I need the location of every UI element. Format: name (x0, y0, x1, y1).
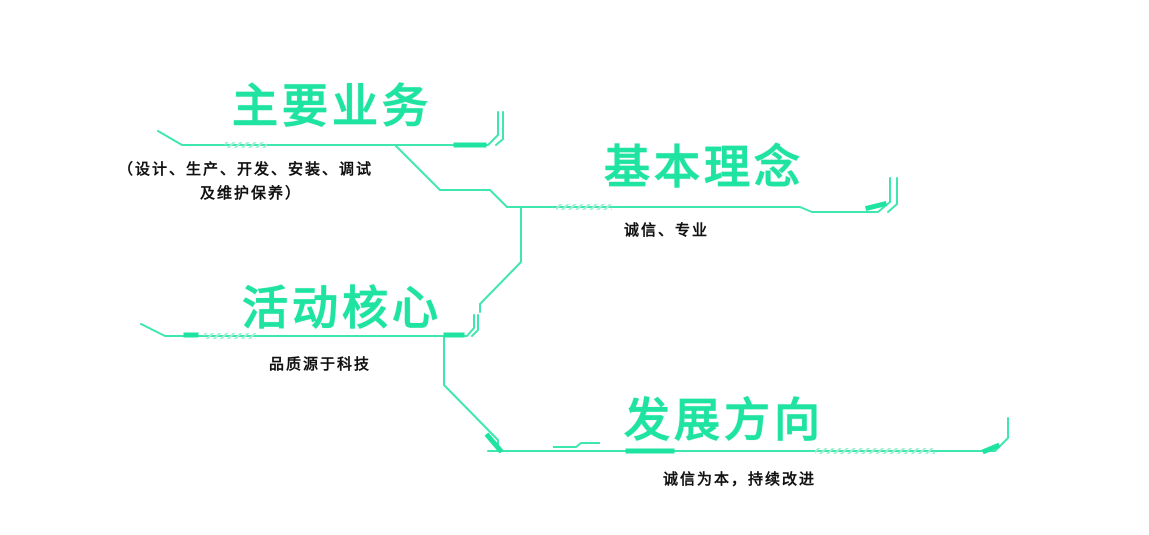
development-direction-step (553, 442, 600, 448)
connector-main-to-philosophy (394, 144, 523, 208)
basic-philosophy-frame (519, 177, 891, 213)
basic-philosophy-hatch (556, 204, 612, 210)
connector-philosophy-to-core (479, 206, 522, 313)
development-direction-accent (484, 432, 504, 454)
basic-philosophy-desc: 诚信、专业 (624, 221, 710, 239)
activity-core-hatch (204, 333, 256, 339)
development-direction-desc: 诚信为本，持续改进 (663, 470, 817, 488)
basic-philosophy-frame-inner (887, 177, 898, 213)
development-direction-accent-3 (981, 442, 1001, 455)
development-direction-title: 发展方向 (624, 393, 824, 447)
development-direction-frame (487, 417, 1009, 452)
main-business-desc-line-1: （设计、生产、开发、安装、调试 (118, 160, 374, 178)
development-direction-hatch (815, 448, 935, 454)
main-business-frame (157, 111, 499, 146)
connector-core-to-direction (443, 335, 499, 452)
activity-core-title: 活动核心 (242, 281, 442, 335)
activity-core-frame-inner (471, 314, 479, 337)
activity-core-frame (140, 314, 475, 337)
basic-philosophy-accent (864, 200, 888, 212)
basic-philosophy-title: 基本理念 (604, 140, 804, 194)
main-business-title: 主要业务 (232, 79, 432, 133)
main-business-hatch (225, 142, 267, 148)
main-business-frame-inner (495, 111, 504, 146)
activity-core-desc: 品质源于科技 (269, 355, 372, 373)
main-business-desc-line-2: 及维护保养） (200, 184, 303, 202)
